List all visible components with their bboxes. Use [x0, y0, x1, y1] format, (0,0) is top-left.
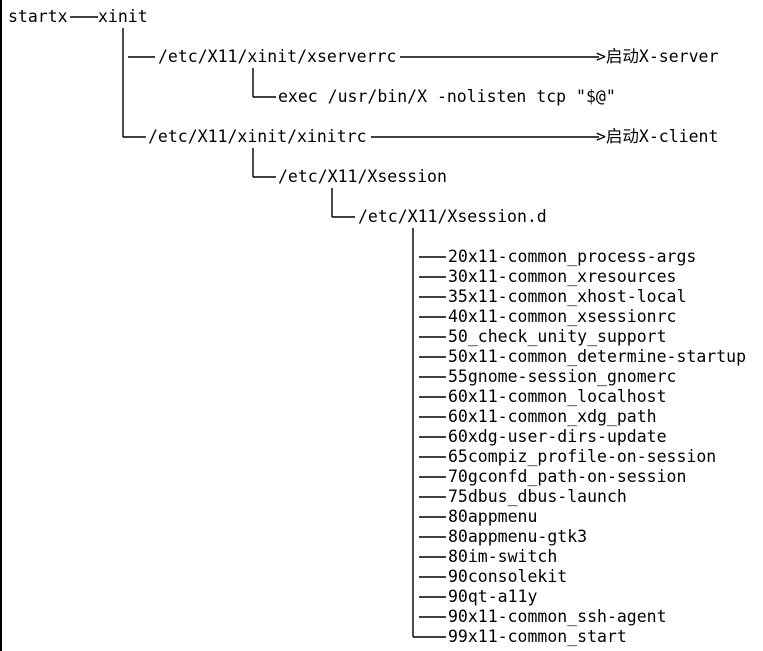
result-x-server: >启动X-server [596, 47, 719, 66]
list-item: 90x11-common_ssh-agent [448, 607, 667, 626]
list-item: 90consolekit [448, 567, 568, 586]
node-xserverrc: /etc/X11/xinit/xserverrc [158, 47, 397, 66]
list-item: 50x11-common_determine-startup [448, 347, 747, 366]
list-item: 35x11-common_xhost-local [448, 287, 687, 306]
node-xinit: xinit [98, 7, 148, 26]
list-item: 80appmenu [448, 507, 538, 526]
list-item: 60x11-common_localhost [448, 387, 667, 406]
list-item: 65compiz_profile-on-session [448, 447, 717, 466]
list-item: 99x11-common_start [448, 627, 627, 646]
node-exec-command: exec /usr/bin/X -nolisten tcp "$@" [278, 87, 616, 106]
list-item: 60xdg-user-dirs-update [448, 427, 667, 446]
list-item: 75dbus_dbus-launch [448, 487, 627, 506]
result-x-client: >启动X-client [596, 127, 719, 146]
list-item: 90qt-a11y [448, 587, 538, 606]
node-xsession: /etc/X11/Xsession [278, 167, 447, 186]
list-item: 40x11-common_xsessionrc [448, 307, 677, 326]
list-item: 80appmenu-gtk3 [448, 527, 588, 546]
list-item: 50_check_unity_support [448, 327, 667, 346]
node-xsession-d: /etc/X11/Xsession.d [358, 207, 547, 226]
list-item: 30x11-common_xresources [448, 267, 677, 286]
list-item: 55gnome-session_gnomerc [448, 367, 677, 386]
list-item: 60x11-common_xdg_path [448, 407, 657, 426]
script-ticks [413, 256, 446, 638]
node-xinitrc: /etc/X11/xinit/xinitrc [148, 127, 367, 146]
list-item: 70gconfd_path-on-session [448, 467, 687, 486]
list-item: 80im-switch [448, 547, 558, 566]
node-startx: startx [8, 7, 68, 26]
list-item: 20x11-common_process-args [448, 247, 697, 266]
